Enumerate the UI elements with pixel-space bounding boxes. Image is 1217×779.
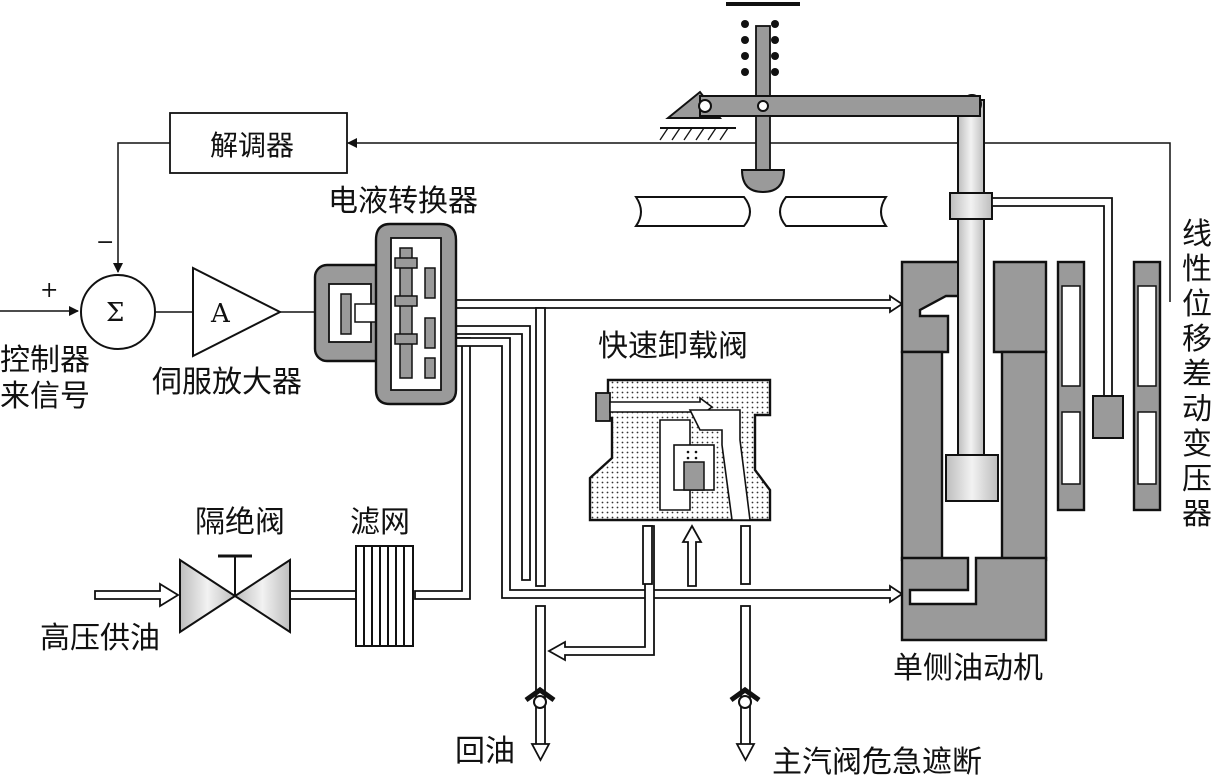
lvdt-char: 变: [1182, 427, 1212, 462]
lvdt-char: 性: [1182, 252, 1212, 287]
control-loop: + Σ A 解调器 −: [0, 112, 1171, 358]
lvdt-char: 移: [1182, 322, 1212, 357]
lever-fulcrum-pin: [698, 99, 712, 113]
servo-amp-label: 伺服放大器: [152, 365, 302, 400]
control-pipe-lower: [454, 337, 904, 604]
plus-sign: +: [40, 278, 58, 303]
lvdt-char: 差: [1182, 357, 1212, 392]
minus-sign: −: [96, 230, 114, 255]
trip-check-valve: [729, 686, 761, 703]
return-check-valve: [524, 686, 556, 703]
unload-supply-arrow: [681, 524, 703, 587]
actuator-top-right: [992, 260, 1048, 354]
filter: [355, 545, 414, 647]
unload-channel-right: [688, 409, 751, 521]
lvdt-char: 线: [1182, 217, 1212, 252]
demod-to-sum-line: [113, 142, 170, 273]
rod-collar: [949, 192, 993, 220]
lvdt-core: [1092, 395, 1124, 439]
trip-label: 主汽阀危急遮断: [772, 745, 982, 779]
isolation-valve-right: [233, 558, 291, 634]
demodulator-label: 解调器: [210, 129, 294, 162]
drain-pipe: [535, 307, 546, 587]
return-arrow: [530, 743, 551, 762]
hp-supply-pipe: [94, 582, 180, 608]
valve-stem-lower: [755, 115, 771, 171]
unload-poppet: [683, 461, 705, 491]
valve-seat-left: [634, 196, 751, 227]
isolation-valve-label: 隔绝阀: [195, 505, 285, 540]
isolation-valve-left: [179, 558, 237, 634]
valve-seat-right: [779, 196, 888, 227]
unload-port-3: [740, 525, 751, 585]
actuator-label: 单侧油动机: [893, 651, 1043, 686]
control-signal-label-2: 来信号: [0, 379, 90, 414]
actuator-piston: [945, 454, 999, 502]
lvdt: [1056, 260, 1162, 512]
ehc-spool: [399, 247, 413, 379]
lever-mechanism: [634, 2, 981, 227]
electro-hydraulic-converter: [313, 222, 458, 406]
actuator-wall-left: [900, 350, 944, 562]
amplifier-triangle: [192, 266, 283, 358]
filter-label: 滤网: [350, 505, 410, 540]
spring-coils: [741, 20, 779, 76]
valve-stem-upper: [755, 25, 771, 99]
lever-stem-pin: [757, 100, 769, 112]
return-check-ball: [533, 695, 547, 709]
hydraulic-pipes: [94, 294, 904, 762]
unload-port-1: [642, 525, 653, 585]
ehc-label: 电液转换器: [328, 184, 478, 219]
unload-valve-plug: [595, 392, 611, 422]
check-valves: [524, 686, 761, 709]
valve-disc: [740, 169, 786, 194]
hp-oil-label: 高压供油: [40, 621, 160, 656]
actuator-bottom: [900, 556, 1048, 642]
lvdt-char: 动: [1182, 392, 1212, 427]
trip-check-ball: [738, 695, 752, 709]
unload-return-pipe: [547, 525, 655, 662]
lvdt-char: 压: [1182, 462, 1212, 497]
sigma-symbol: Σ: [106, 298, 124, 328]
valve-to-filter-pipe: [287, 590, 357, 600]
hydraulic-actuator: [900, 94, 1113, 642]
trip-pipe: [740, 605, 751, 747]
feedback-line: [347, 138, 1171, 302]
control-signal-label-1: 控制器: [0, 343, 90, 378]
quick-unload-valve: [588, 378, 772, 522]
return-main-pipe: [535, 605, 546, 747]
return-oil-label: 回油: [455, 734, 515, 769]
quick-unload-label: 快速卸载阀: [598, 329, 748, 364]
lvdt-char: 位: [1182, 287, 1212, 322]
control-pipe-upper: [454, 294, 904, 314]
isolation-valve: [179, 554, 291, 634]
lvdt-char: 器: [1182, 497, 1212, 532]
trip-arrow: [735, 743, 756, 762]
piston-rod: [957, 99, 985, 456]
actuator-wall-right: [1000, 350, 1048, 562]
lvdt-label: 线 性 位 移 差 动 变 压 器: [1182, 217, 1212, 532]
amp-symbol: A: [210, 299, 231, 329]
lever-arm: [699, 95, 981, 117]
